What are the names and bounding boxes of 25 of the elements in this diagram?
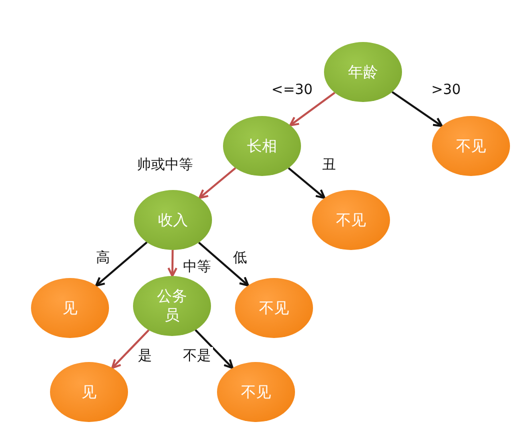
arrow: [392, 91, 443, 128]
decision-ellipse: 年龄: [324, 42, 402, 102]
decision-ellipse: 公务员: [133, 276, 211, 336]
arrow: [194, 329, 234, 370]
edge-label: 中等: [181, 258, 213, 276]
leaf-ellipse: 见: [31, 278, 109, 338]
edge-label: 帅或中等: [135, 156, 195, 174]
arrow: [289, 92, 336, 126]
edge-label: 是: [136, 347, 154, 365]
leaf-ellipse: 不见: [217, 362, 295, 422]
decision-ellipse: 长相: [223, 116, 301, 176]
arrow: [198, 167, 236, 199]
leaf-ellipse: 不见: [312, 190, 390, 250]
edge-label: 不是: [181, 347, 213, 365]
arrow: [111, 329, 150, 369]
leaf-ellipse: 不见: [235, 278, 313, 338]
decision-ellipse: 收入: [134, 190, 212, 250]
leaf-ellipse: 见: [50, 362, 128, 422]
edge-label: 高: [94, 249, 112, 267]
leaf-ellipse: 不见: [432, 116, 510, 176]
arrow: [95, 242, 148, 287]
arrow: [167, 250, 178, 277]
edge-label: 低: [231, 249, 249, 267]
arrow: [288, 167, 326, 199]
arrow: [198, 242, 250, 286]
